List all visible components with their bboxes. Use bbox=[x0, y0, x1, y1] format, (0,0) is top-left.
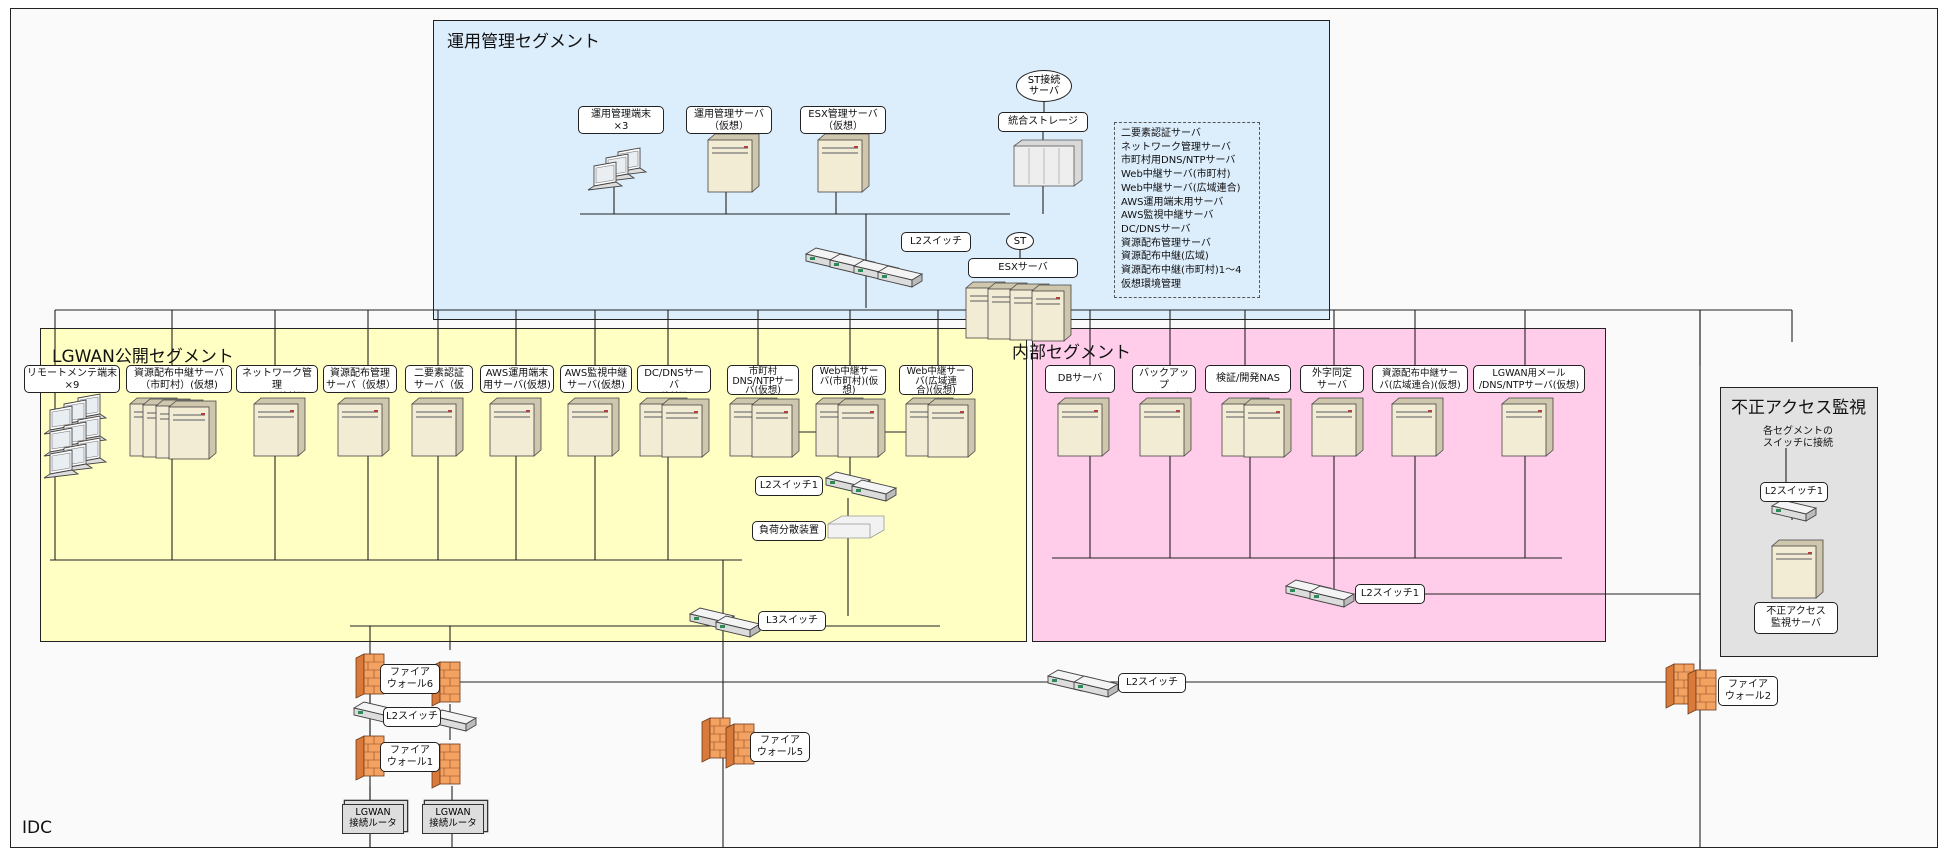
vm-list-item: Web中継サーバ(市町村) bbox=[1121, 169, 1231, 181]
server-icon bbox=[837, 398, 886, 458]
lgwan-server-label: 資源配布管理 サーバ（仮想） bbox=[323, 365, 397, 393]
storage-icon bbox=[1013, 139, 1083, 187]
firewall-icon bbox=[725, 723, 755, 769]
lgwan-server-label: 市町村 DNS/NTPサー バ(仮想) bbox=[727, 365, 799, 395]
bottom-l2-switch-left-label: L2スイッチ bbox=[383, 707, 441, 727]
lgwan-router-1: LGWAN 接続ルータ bbox=[342, 804, 404, 834]
lgwan-server-label: AWS運用端末 用サーバ(仮想) bbox=[480, 365, 554, 393]
load-balancer-icon bbox=[827, 515, 885, 539]
vm-list-item: 資源配布中継(市町村)1～4 bbox=[1121, 265, 1242, 277]
internal-server-label: DBサーバ bbox=[1045, 365, 1115, 393]
vm-list-item: DC/DNSサーバ bbox=[1121, 223, 1191, 235]
internal-segment-title: 内部セグメント bbox=[1012, 343, 1131, 363]
vm-list-item: 市町村用DNS/NTPサーバ bbox=[1121, 155, 1236, 167]
vm-list-item: 仮想環境管理 bbox=[1121, 278, 1181, 290]
storage-label: 統合ストレージ bbox=[998, 112, 1088, 132]
vm-list-item: Web中継サーバ(広域連合) bbox=[1121, 182, 1241, 194]
vm-list-item: 資源配布中継(広域) bbox=[1121, 251, 1209, 263]
lgwan-server-label: Web中継サー バ(市町村)(仮 想) bbox=[812, 365, 886, 395]
firewall6-label: ファイア ウォール6 bbox=[380, 664, 440, 694]
laptop-icon bbox=[587, 161, 624, 191]
server-icon bbox=[751, 398, 800, 458]
lgwan-l2-switch-label: L2スイッチ1 bbox=[755, 476, 823, 496]
server-icon bbox=[927, 398, 976, 458]
ops-terminals-label: 運用管理端末 ×3 bbox=[578, 106, 664, 134]
lgwan-server-label: 二要素認証 サーバ（仮想） bbox=[405, 365, 473, 393]
server-icon bbox=[1771, 539, 1824, 599]
switch-icon bbox=[1770, 499, 1818, 522]
internal-server-label: 資源配布中継サー バ(広域連合)(仮想) bbox=[1372, 365, 1468, 393]
server-icon bbox=[567, 397, 620, 457]
monitor-server-label: 不正アクセス 監視サーバ bbox=[1754, 602, 1838, 634]
server-icon bbox=[707, 133, 760, 193]
l3-switch-label: L3スイッチ bbox=[758, 611, 826, 631]
ops-l2-switch-label: L2スイッチ bbox=[901, 232, 971, 252]
ops-segment-title: 運用管理セグメント bbox=[447, 32, 600, 52]
firewall5-label: ファイア ウォール5 bbox=[750, 732, 810, 762]
st-oval: ST bbox=[1006, 232, 1034, 250]
server-icon bbox=[1031, 284, 1072, 342]
firewall-icon bbox=[1687, 669, 1717, 715]
load-balancer-label: 負荷分散装置 bbox=[752, 521, 826, 541]
switch-icon bbox=[714, 615, 762, 638]
lgwan-server-label: ネットワーク管理 サーバ（仮想） bbox=[236, 365, 318, 393]
server-icon bbox=[1057, 397, 1110, 457]
server-icon bbox=[168, 400, 217, 460]
switch-icon bbox=[850, 479, 898, 502]
internal-server-label: 外字同定 サーバ bbox=[1300, 365, 1364, 393]
vm-list-item: 二要素認証サーバ bbox=[1121, 128, 1201, 139]
server-icon bbox=[1501, 397, 1554, 457]
remote-terminal-label: リモートメンテ端末 ×9 bbox=[24, 365, 120, 393]
server-icon bbox=[1311, 397, 1364, 457]
server-icon bbox=[661, 398, 710, 458]
vm-list-item: AWS運用端末用サーバ bbox=[1121, 196, 1224, 208]
esx-mgmt-server-label: ESX管理サーバ （仮想） bbox=[800, 106, 886, 134]
switch-icon bbox=[1072, 675, 1120, 698]
switch-icon bbox=[1308, 585, 1356, 608]
laptop-icon bbox=[43, 449, 80, 479]
internal-server-label: 検証/開発NAS bbox=[1205, 365, 1291, 393]
lgwan-router-2: LGWAN 接続ルータ bbox=[422, 804, 484, 834]
switch-icon bbox=[876, 265, 924, 288]
vm-list-item: ネットワーク管理サーバ bbox=[1121, 141, 1231, 153]
bottom-l2-switch-mid-label: L2スイッチ bbox=[1118, 673, 1186, 693]
vm-list-item: 資源配布管理サーバ bbox=[1121, 237, 1211, 249]
monitor-note: 各セグメントの スイッチに接続 bbox=[1763, 426, 1833, 449]
firewall-icon bbox=[355, 653, 385, 699]
server-icon bbox=[1243, 398, 1292, 458]
internal-server-label: LGWAN用メール /DNS/NTPサーバ(仮想) bbox=[1473, 365, 1585, 393]
server-icon bbox=[337, 397, 390, 457]
vm-list-item: AWS監視中継サーバ bbox=[1121, 210, 1214, 222]
firewall2-label: ファイア ウォール2 bbox=[1718, 676, 1778, 706]
vm-list: 二要素認証サーバ ネットワーク管理サーバ 市町村用DNS/NTPサーバ Web中… bbox=[1114, 122, 1260, 298]
lgwan-server-label: 資源配布中継サーバ （市町村）(仮想) bbox=[126, 365, 232, 393]
monitor-l2-switch-label: L2スイッチ1 bbox=[1760, 482, 1828, 502]
lgwan-segment-title: LGWAN公開セグメント bbox=[52, 347, 234, 367]
server-icon bbox=[817, 133, 870, 193]
ops-mgmt-server-label: 運用管理サーバ （仮想） bbox=[686, 106, 772, 134]
firewall1-label: ファイア ウォール1 bbox=[380, 742, 440, 772]
idc-label: IDC bbox=[22, 818, 52, 838]
server-icon bbox=[411, 397, 464, 457]
server-icon bbox=[1391, 397, 1444, 457]
internal-server-label: バックアップ サーバ bbox=[1132, 365, 1196, 393]
esx-server-label: ESXサーバ bbox=[968, 258, 1078, 278]
st-conn-server-oval: ST接続 サーバ bbox=[1016, 70, 1072, 102]
lgwan-server-label: Web中継サー バ(広域連 合)(仮想) bbox=[899, 365, 973, 395]
server-icon bbox=[253, 397, 306, 457]
lgwan-server-label: AWS監視中継 サーバ(仮想) bbox=[560, 365, 632, 393]
internal-l2-switch-label: L2スイッチ1 bbox=[1355, 584, 1425, 604]
firewall-icon bbox=[701, 717, 731, 763]
lgwan-server-label: DC/DNSサーバ （仮想） bbox=[637, 365, 711, 393]
monitor-segment-title: 不正アクセス監視 bbox=[1731, 398, 1867, 418]
server-icon bbox=[1139, 397, 1192, 457]
server-icon bbox=[489, 397, 542, 457]
firewall-icon bbox=[355, 735, 385, 781]
